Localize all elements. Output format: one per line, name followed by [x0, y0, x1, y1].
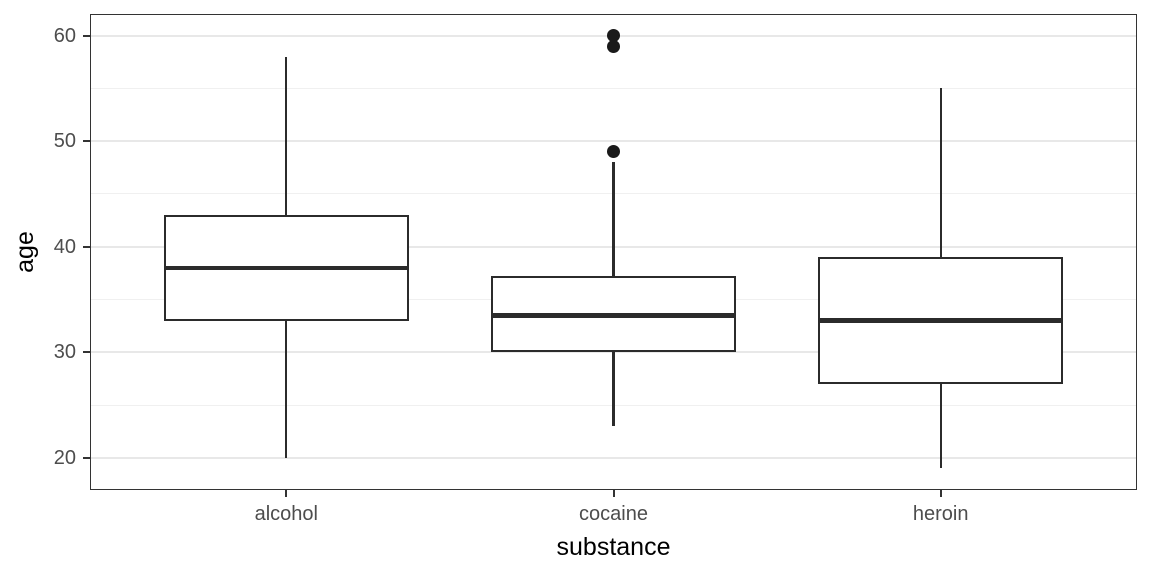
median-heroin [817, 318, 1064, 323]
gridline-major [90, 140, 1137, 143]
y-axis-tick [83, 140, 90, 143]
y-axis-tick [83, 456, 90, 459]
whisker-lower-alcohol [285, 320, 288, 458]
x-axis-title: substance [556, 533, 671, 561]
y-tick-label: 60 [53, 24, 76, 47]
x-axis-tick [612, 490, 615, 497]
median-alcohol [163, 265, 409, 271]
x-axis-tick [285, 490, 288, 497]
whisker-upper-cocaine [612, 162, 615, 276]
whisker-lower-heroin [939, 383, 942, 469]
outlier-point [607, 29, 620, 43]
y-tick-label: 30 [53, 341, 76, 364]
y-tick-label: 40 [53, 235, 76, 258]
whisker-lower-cocaine [612, 352, 615, 427]
x-tick-label: alcohol [254, 503, 318, 525]
gridline-minor [90, 87, 1137, 89]
x-tick-label: cocaine [579, 503, 648, 525]
y-tick-label: 20 [53, 446, 76, 469]
x-tick-label: heroin [912, 503, 969, 525]
y-axis-tick [83, 34, 90, 37]
y-tick-label: 50 [53, 130, 76, 153]
outlier-point [607, 39, 620, 53]
y-axis-tick [83, 245, 90, 248]
outlier-point [607, 145, 620, 159]
y-axis-tick [83, 351, 90, 354]
whisker-upper-alcohol [285, 56, 288, 216]
gridline-major [90, 456, 1137, 459]
whisker-upper-heroin [939, 88, 942, 258]
median-cocaine [490, 313, 737, 318]
x-axis-tick [939, 490, 942, 497]
